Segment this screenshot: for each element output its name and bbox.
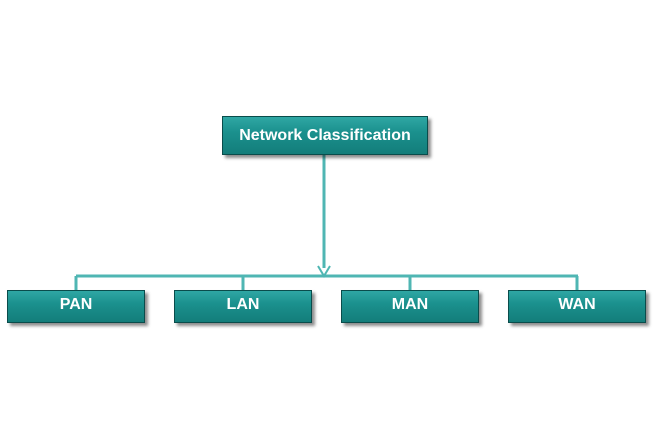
child-node-lan: LAN [174,290,312,323]
child-node-label: PAN [59,296,93,313]
child-node-wan: WAN [508,290,646,323]
child-node-label: MAN [391,296,429,313]
child-node-pan: PAN [7,290,145,323]
child-node-label: LAN [226,296,260,313]
root-node-label: Network Classification [239,126,411,144]
child-node-label: WAN [558,296,596,313]
root-node: Network Classification [222,116,428,155]
child-node-man: MAN [341,290,479,323]
